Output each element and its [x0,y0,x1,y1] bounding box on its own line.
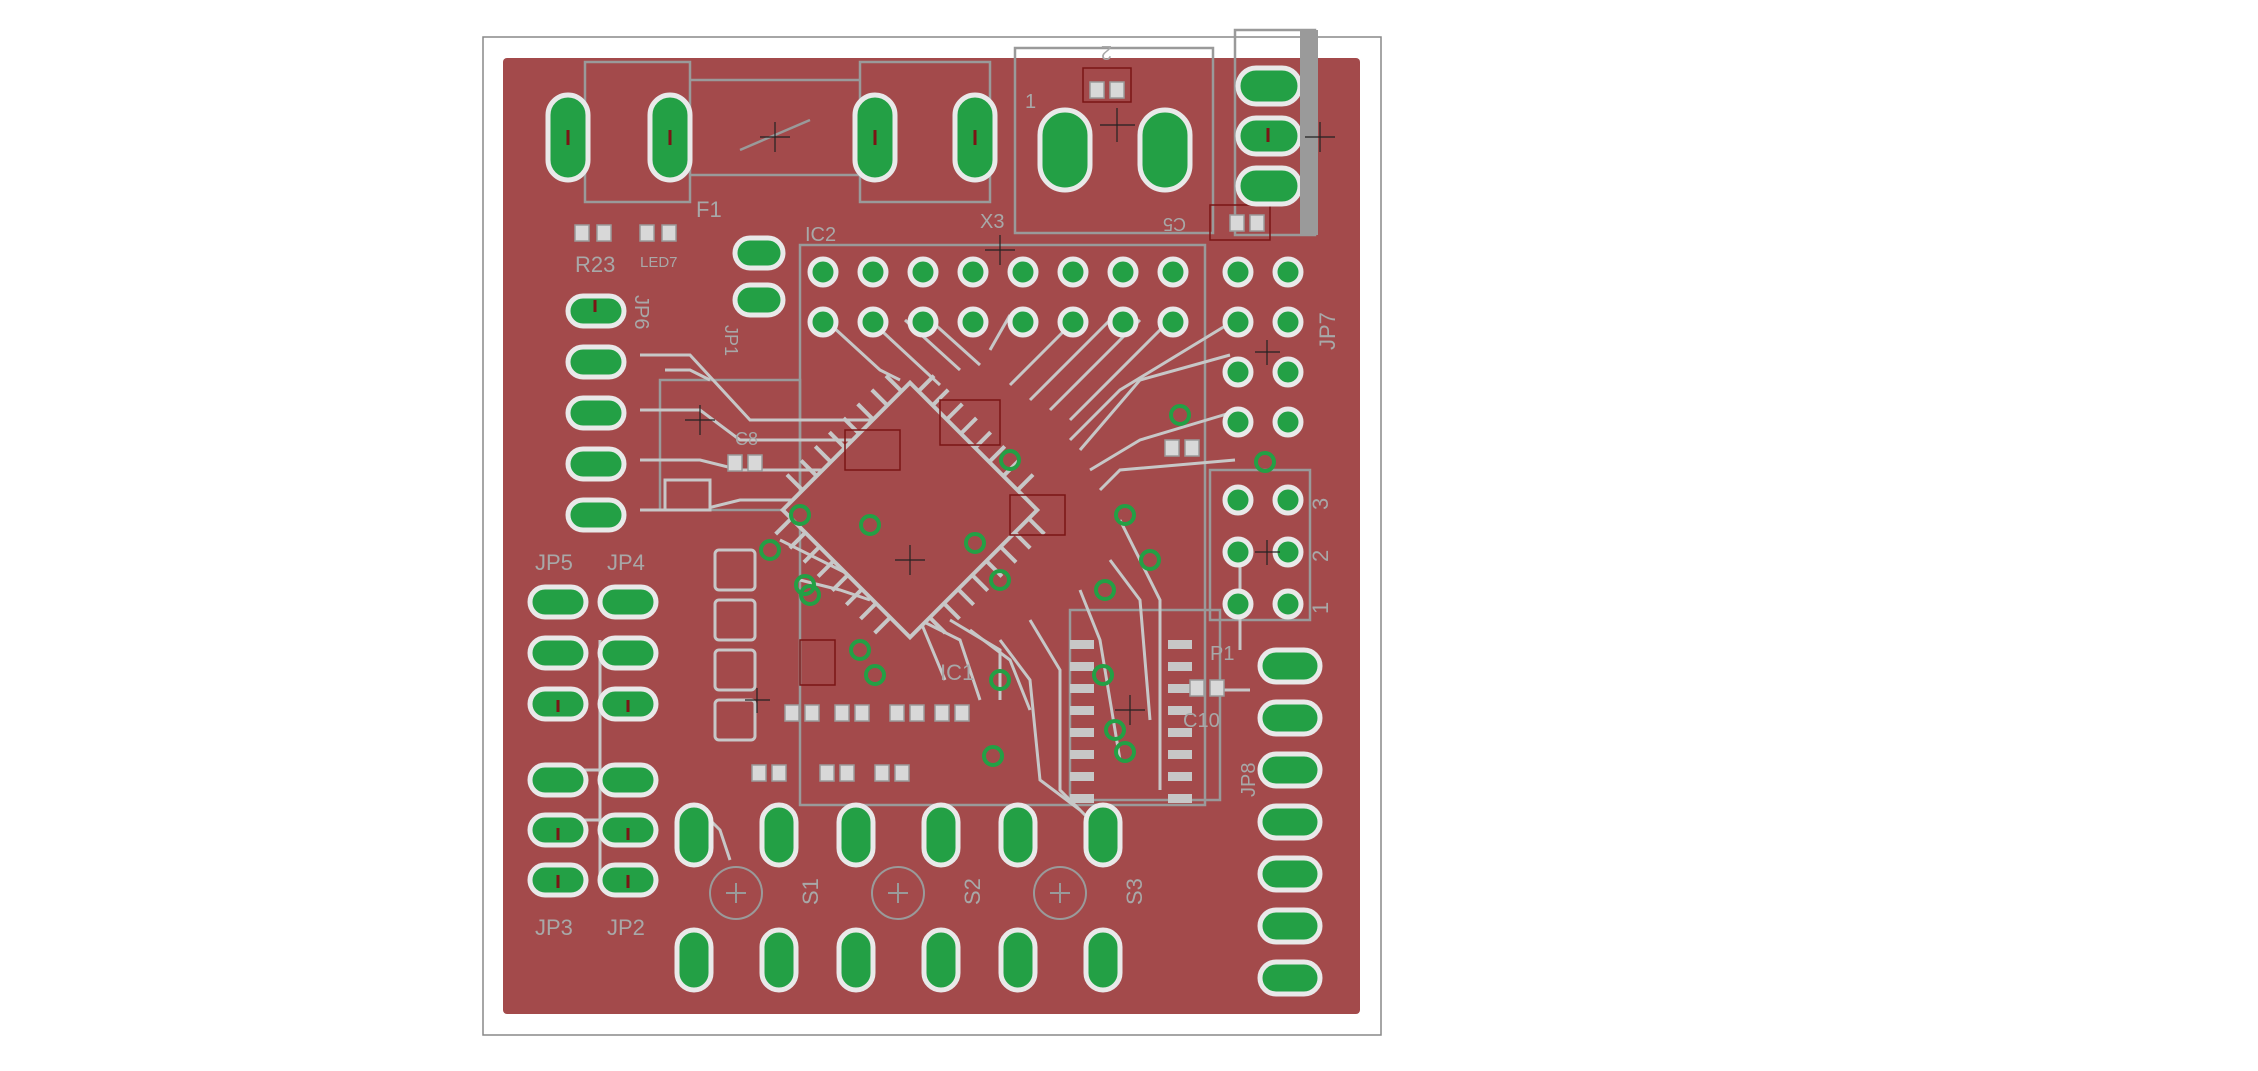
label-x3-pin2: 2 [1101,41,1112,63]
fuse-pads [545,92,998,183]
label-x3: X3 [980,211,1004,233]
vias [759,404,1276,767]
label-led7: LED7 [640,254,678,271]
label-s1: S1 [798,878,823,905]
label-c10: C10 [1183,710,1220,732]
label-jp1: JP1 [721,325,741,356]
label-jp3: JP3 [535,915,573,940]
label-ic1: IC1 [940,660,974,685]
label-ic2: IC2 [805,224,836,246]
label-c8: C8 [735,429,758,449]
label-jp4: JP4 [607,550,645,575]
crosshair-marks [685,108,1335,725]
label-jp7: JP7 [1315,312,1340,350]
label-p1: P1 [1210,643,1234,665]
jp8-pads [1257,647,1323,997]
label-c5: C5 [1163,214,1186,234]
label-num-3: 3 [1308,498,1333,510]
smd-parts [574,81,1265,782]
x3-pads [1037,107,1193,193]
label-s2: S2 [960,878,985,905]
switch-circles [709,866,1087,920]
label-num-1: 1 [1308,602,1333,614]
label-jp5: JP5 [535,550,573,575]
label-group: F1 X3 IC2 R23 LED7 C5 C8 C10 IC1 JP5 JP4… [535,41,1340,940]
jp1-pads [663,478,757,742]
smd-outlines [799,67,1271,686]
ic2-pads [732,235,786,318]
label-r23: R23 [575,252,615,277]
soic-pads [1070,640,1192,803]
label-jp8: JP8 [1238,763,1260,797]
label-s3: S3 [1122,878,1147,905]
label-jp2: JP2 [607,915,645,940]
ic1-chip [774,374,1046,641]
label-jp6: JP6 [630,295,652,329]
label-f1: F1 [696,197,722,222]
switch-pads [674,802,1123,993]
label-num-2: 2 [1308,550,1333,562]
ic2-header-pads [807,256,1304,620]
label-x3-pin1: 1 [1025,91,1036,113]
